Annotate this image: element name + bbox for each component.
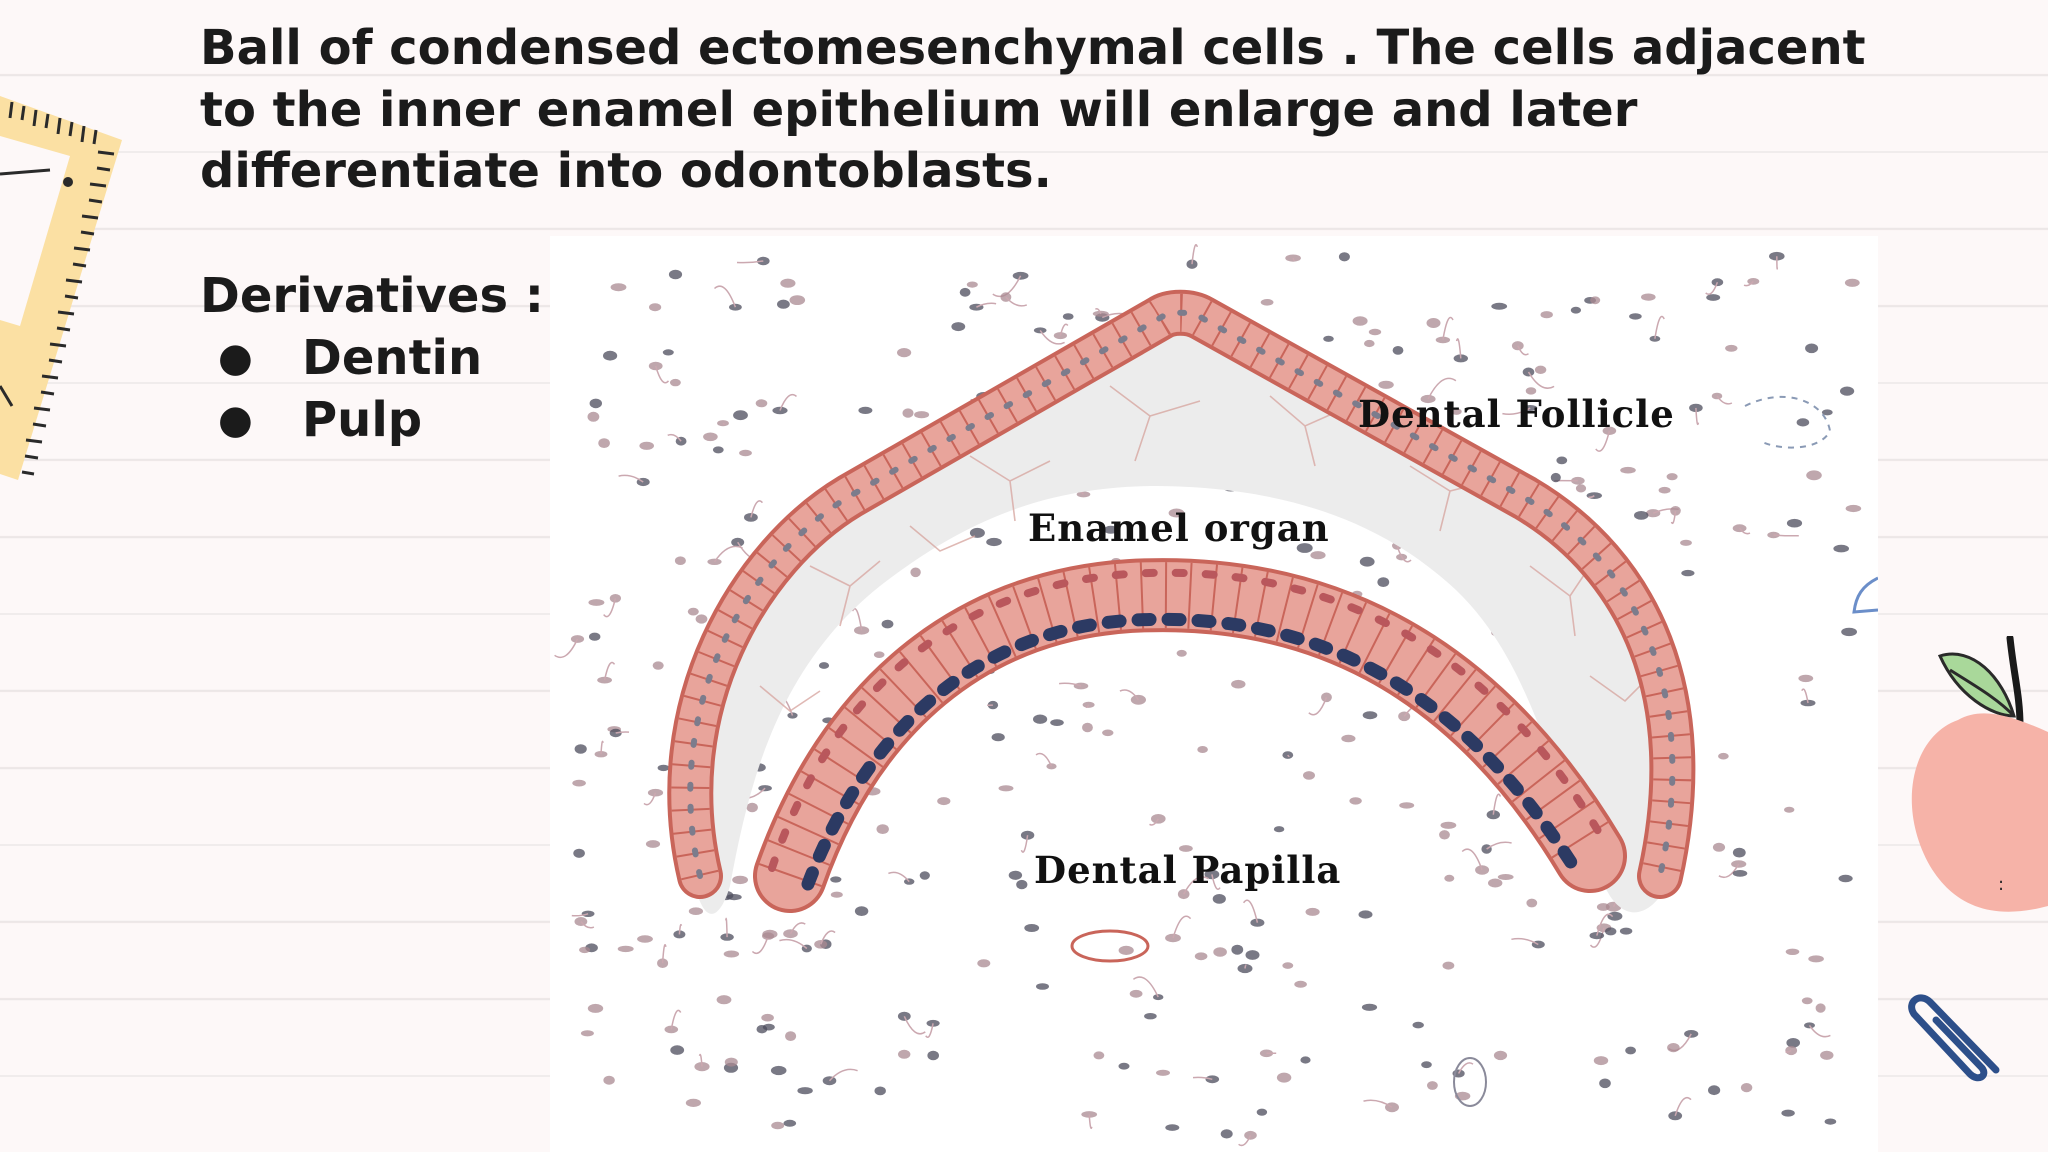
description-line-3: differentiate into odontoblasts. [200, 143, 1052, 199]
diagram-illustration [554, 244, 1862, 1147]
label-dental-papilla: Dental Papilla [1034, 848, 1342, 892]
paperclip-icon [1900, 984, 2020, 1094]
description-line-2: to the inner enamel epithelium will enla… [200, 81, 1638, 138]
derivatives-section: Derivatives : ● Dentin ● Pulp [200, 265, 544, 451]
label-dental-follicle: Dental Follicle [1358, 392, 1675, 436]
bullet-icon: ● [218, 397, 253, 443]
ruler-icon [0, 96, 130, 486]
apple-icon: : [1902, 634, 2048, 926]
derivative-pulp: Pulp [302, 392, 423, 448]
label-enamel-organ: Enamel organ [1028, 506, 1330, 550]
svg-text::: : [1998, 874, 2004, 895]
scribble-icon [1852, 572, 1879, 618]
derivative-dentin: Dentin [302, 330, 483, 386]
list-item: ● Pulp [200, 389, 544, 451]
bullet-icon: ● [218, 335, 253, 381]
tooth-germ-diagram: Dental Follicle Enamel organ Dental Papi… [550, 236, 1878, 1152]
description-line-1: Ball of condensed ectomesenchymal cells … [200, 20, 1866, 76]
derivatives-list: ● Dentin ● Pulp [200, 327, 544, 451]
description-text: Ball of condensed ectomesenchymal cells … [200, 18, 1866, 203]
list-item: ● Dentin [200, 327, 544, 389]
derivatives-heading: Derivatives : [200, 268, 544, 324]
